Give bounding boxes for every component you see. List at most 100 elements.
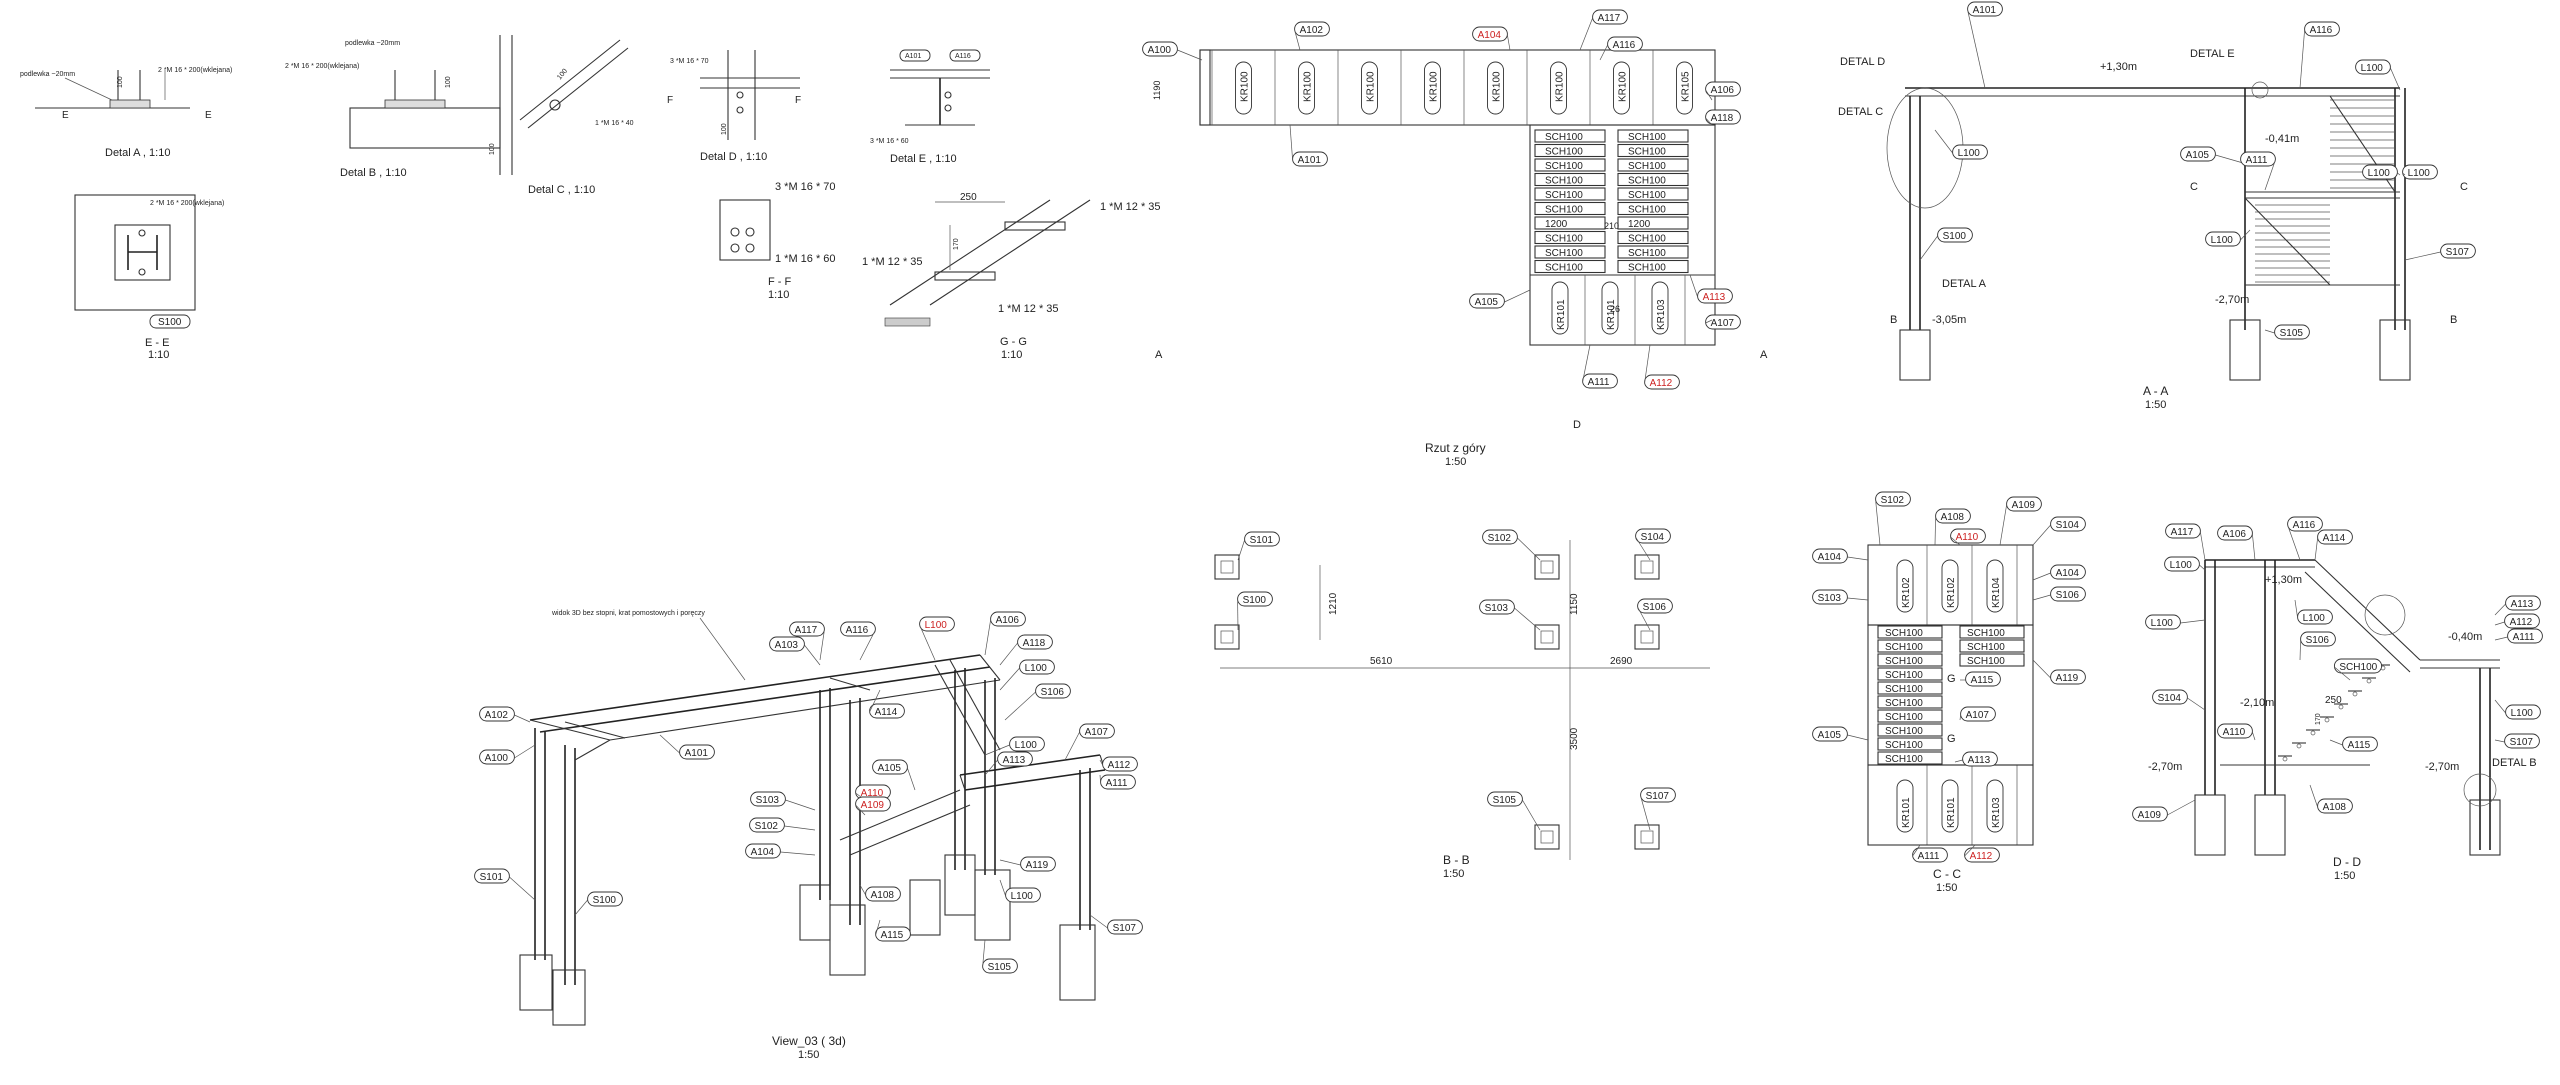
dd-lvl-low2: -2,70m xyxy=(2425,761,2459,773)
cc-step-label: SCH100 xyxy=(1885,684,1923,695)
section-ee: 2 *M 16 * 200(wklejana) S100 E - E 1:10 xyxy=(74,194,224,361)
walkway-grating-label: KR100 xyxy=(1555,71,1566,102)
aa-detal-c: DETAL C xyxy=(1838,106,1883,118)
callout-tag: L100 xyxy=(2151,618,2174,629)
bb-title: B - B xyxy=(1443,853,1470,867)
callout-tag: A108 xyxy=(1941,512,1965,523)
callout-tag: A114 xyxy=(2323,533,2346,544)
callout-tag: A112 xyxy=(2510,617,2533,628)
detal-b-title: Detal B , 1:10 xyxy=(340,167,407,179)
detal-a-mark-right: E xyxy=(205,110,212,121)
cc-step-label: SCH100 xyxy=(1885,726,1923,737)
detail-b: podlewka ~20mm 2 *M 16 * 200(wklejana) 1… xyxy=(285,40,501,179)
callout-tag: S101 xyxy=(1250,535,1274,546)
aa-detal-e: DETAL E xyxy=(2190,48,2235,60)
callout-tag: A118 xyxy=(1711,113,1734,124)
callout-tag: SCH100 xyxy=(2339,662,2377,673)
callout-tag: S103 xyxy=(756,795,780,806)
aa-mark-c-left: C xyxy=(2190,181,2198,193)
landing-grating-label: KR103 xyxy=(1656,299,1667,330)
callout-tag: A108 xyxy=(871,890,895,901)
callout-tag: S105 xyxy=(988,962,1012,973)
section-gg-dim-h: 170 xyxy=(953,238,960,250)
cc-step-label: SCH100 xyxy=(1885,656,1923,667)
callout-tag: A109 xyxy=(2138,810,2162,821)
callout-tag: S107 xyxy=(1646,791,1670,802)
callout-tag: A106 xyxy=(1711,85,1735,96)
cc-title: C - C xyxy=(1933,867,1961,881)
detail-e: A101 A116 3 *M 16 * 60 Detal E , 1:10 xyxy=(870,49,990,165)
callout-tag: A105 xyxy=(878,763,902,774)
plan-dim-1190: 1190 xyxy=(1152,81,1162,100)
section-gg-bolt-top: 1 *M 12 * 35 xyxy=(1100,201,1161,213)
detal-e-title: Detal E , 1:10 xyxy=(890,153,957,165)
detal-d-mark-left: F xyxy=(667,95,673,106)
v3d-scale: 1:50 xyxy=(798,1049,819,1061)
detal-b-note1: podlewka ~20mm xyxy=(345,40,400,47)
callout-tag: A102 xyxy=(1300,25,1324,36)
callout-tag: A116 xyxy=(846,625,869,636)
cc-scale: 1:50 xyxy=(1936,882,1957,894)
callout-tag: A116 xyxy=(2293,520,2316,531)
callout-tag: A107 xyxy=(1711,318,1735,329)
aa-title: A - A xyxy=(2143,384,2168,398)
detal-a-dim: 100 xyxy=(117,76,124,88)
callout-tag: L100 xyxy=(2361,63,2384,74)
bb-dim-1210: 1210 xyxy=(1328,592,1339,615)
callout-tag: S101 xyxy=(480,872,504,883)
section-bb: 1210 1150 5610 2690 3500 S101S100S102S10… xyxy=(1214,528,1710,880)
section-ff-scale: 1:10 xyxy=(768,289,789,301)
callout-tag: S106 xyxy=(2306,635,2330,646)
callout-tag: S105 xyxy=(1493,795,1517,806)
cc-step-label: SCH100 xyxy=(1885,642,1923,653)
detal-a-title: Detal A , 1:10 xyxy=(105,147,170,159)
detal-c-bolt: 1 *M 16 * 40 xyxy=(595,120,634,127)
detal-c-title: Detal C , 1:10 xyxy=(528,184,595,196)
cc-step-label: SCH100 xyxy=(1885,670,1923,681)
cc-step-label: SCH100 xyxy=(1967,628,2005,639)
callout-tag: A104 xyxy=(1478,30,1502,41)
callout-tag: A112 xyxy=(1108,760,1131,771)
callout-tag: S107 xyxy=(2510,737,2534,748)
callout-tag: A113 xyxy=(2511,599,2534,610)
callout-tag: A111 xyxy=(1588,377,1610,388)
detal-a-note1: podlewka ~20mm xyxy=(20,71,75,78)
stair-step-label: SCH100 xyxy=(1628,132,1666,143)
detal-e-tag2: A116 xyxy=(955,53,971,60)
callout-tag: S107 xyxy=(2446,247,2470,258)
callout-tag: S104 xyxy=(2158,693,2182,704)
callout-tag: A106 xyxy=(2223,529,2247,540)
cc-mark-g-bot: G xyxy=(1947,733,1956,745)
callout-tag: A118 xyxy=(1023,638,1046,649)
stair-step-label: SCH100 xyxy=(1545,263,1583,274)
aa-mark-c-right: C xyxy=(2460,181,2468,193)
plan-mark-a-left: A xyxy=(1155,349,1163,361)
callout-tag: S103 xyxy=(1485,603,1509,614)
stair-step-label: SCH100 xyxy=(1545,190,1583,201)
plan-title: Rzut z góry xyxy=(1425,441,1486,455)
callout-tag: A116 xyxy=(1613,40,1636,51)
dd-scale: 1:50 xyxy=(2334,870,2355,882)
callout-tag: S104 xyxy=(1641,532,1665,543)
plan-dim-210: 210 xyxy=(1604,221,1619,231)
dd-lvl-top: +1,30m xyxy=(2265,574,2302,586)
cc-grating-label: KR102 xyxy=(1946,577,1957,608)
callout-tag: A105 xyxy=(1818,730,1842,741)
detal-e-tag1: A101 xyxy=(905,53,921,60)
callout-tag: S100 xyxy=(1243,595,1267,606)
callout-tag: L100 xyxy=(2303,613,2326,624)
cc-grating-label: KR101 xyxy=(1946,797,1957,828)
bb-dim-5610: 5610 xyxy=(1370,656,1393,667)
stair-step-label: SCH100 xyxy=(1545,234,1583,245)
cc-step-label: SCH100 xyxy=(1885,628,1923,639)
landing-grating-label: KR101 xyxy=(1606,299,1617,330)
walkway-grating-label: KR100 xyxy=(1618,71,1629,102)
v3d-note: widok 3D bez stopni, krat pomostowych i … xyxy=(551,610,705,617)
section-gg-dim-w: 250 xyxy=(960,192,977,203)
callout-tag: A117 xyxy=(795,625,818,636)
detal-a-mark-left: E xyxy=(62,110,69,121)
stair-step-label: SCH100 xyxy=(1628,263,1666,274)
